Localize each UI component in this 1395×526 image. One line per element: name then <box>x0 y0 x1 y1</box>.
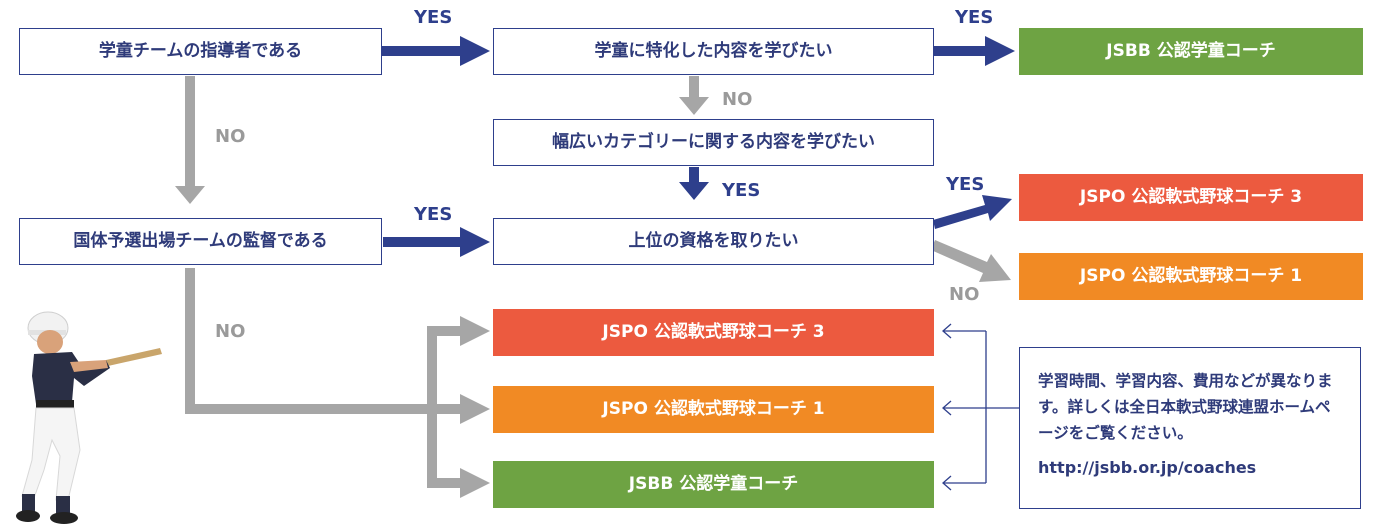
no-arrow-coach-to-director <box>175 76 205 204</box>
result-jsbb-low: JSBB 公認学童コーチ <box>493 461 934 508</box>
question-broad: 幅広いカテゴリーに関する内容を学びたい <box>493 119 934 166</box>
yes-label-4: YES <box>946 174 985 195</box>
no-arrow-branch-to-jspo3 <box>427 316 490 346</box>
no-label-2: NO <box>215 126 246 147</box>
no-label-3: NO <box>949 284 980 305</box>
yes-arrow-director-to-higher <box>383 227 490 257</box>
no-arrow-director-to-options <box>185 268 490 424</box>
yes-label-1: YES <box>414 7 453 28</box>
yes-label-3: YES <box>722 180 761 201</box>
question-coach: 学童チームの指導者である <box>19 28 382 75</box>
yes-arrows <box>381 36 1015 257</box>
result-jspo1-mid: JSPO 公認軟式野球コーチ 1 <box>1019 253 1363 300</box>
no-label-4: NO <box>215 321 246 342</box>
question-higher: 上位の資格を取りたい <box>493 218 934 265</box>
result-jspo3-low: JSPO 公認軟式野球コーチ 3 <box>493 309 934 356</box>
yes-arrow-specialized-to-jsbb <box>934 36 1015 66</box>
info-note: 学習時間、学習内容、費用などが異なります。詳しくは全日本軟式野球連盟ホームページ… <box>1019 347 1361 509</box>
info-note-text: 学習時間、学習内容、費用などが異なります。詳しくは全日本軟式野球連盟ホームページ… <box>1038 372 1333 442</box>
baseball-batter-photo <box>16 311 162 524</box>
yes-arrow-coach-to-specialized <box>381 36 490 66</box>
note-connectors <box>942 323 1019 491</box>
result-jspo1-low: JSPO 公認軟式野球コーチ 1 <box>493 386 934 433</box>
no-arrow-specialized-to-broad <box>679 76 709 115</box>
no-label-1: NO <box>722 89 753 110</box>
yes-label-5: YES <box>414 204 453 225</box>
result-jspo3-mid: JSPO 公認軟式野球コーチ 3 <box>1019 174 1363 221</box>
yes-arrow-higher-to-jspo3 <box>933 195 1012 229</box>
no-arrow-branch-to-jsbb <box>427 468 490 498</box>
result-jsbb-top: JSBB 公認学童コーチ <box>1019 28 1363 75</box>
info-note-url[interactable]: http://jsbb.or.jp/coaches <box>1038 458 1257 477</box>
yes-arrow-broad-to-higher <box>679 167 709 200</box>
yes-label-2: YES <box>955 7 994 28</box>
question-specialized: 学童に特化した内容を学びたい <box>493 28 934 75</box>
no-arrow-higher-to-jspo1 <box>931 240 1011 282</box>
no-arrows <box>175 76 1011 498</box>
no-arrow-branch-trunk <box>427 331 437 483</box>
question-director: 国体予選出場チームの監督である <box>19 218 382 265</box>
